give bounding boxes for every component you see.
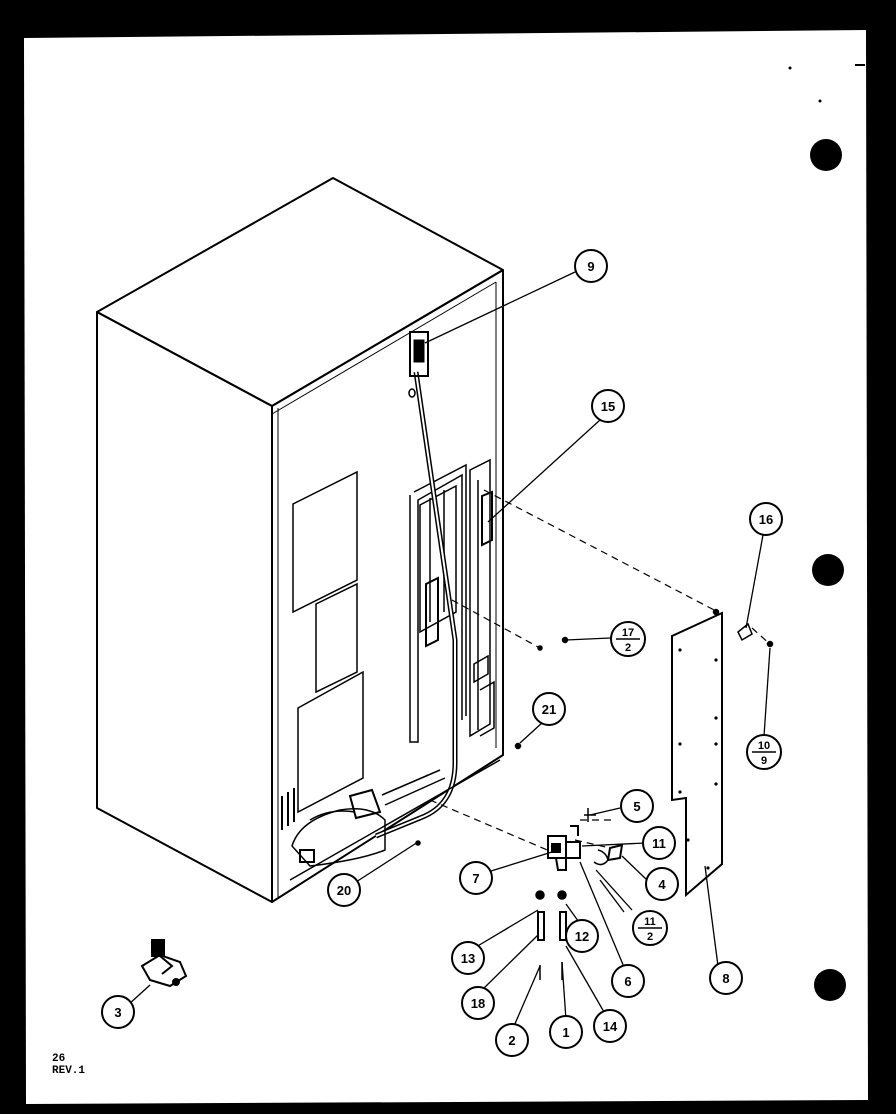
page-number: 26 [52, 1053, 66, 1065]
back-panel-labels [292, 470, 364, 814]
callout-20: 20 [337, 883, 351, 898]
compressor-area [281, 759, 501, 881]
callout-3: 3 [114, 1005, 121, 1020]
callout-15: 15 [601, 399, 615, 414]
callout-labels: 9 15 16 17 2 10 9 21 5 11 7 4 11 2 20 13… [114, 259, 773, 1048]
callout-17-top: 17 [622, 627, 634, 639]
callout-11: 11 [652, 836, 666, 851]
callout-13: 13 [461, 951, 475, 966]
callout-15-circle [591, 389, 625, 423]
callout-11b-top: 11 [644, 916, 656, 928]
callout-9-circle [574, 249, 608, 283]
callout-1-circle [549, 1015, 583, 1049]
fraction-bars [616, 638, 776, 929]
callout-18-circle [461, 986, 495, 1020]
callout-16: 16 [759, 512, 773, 527]
callout-18: 18 [471, 996, 485, 1011]
callout-13-circle [451, 941, 485, 975]
callout-2: 2 [508, 1033, 515, 1048]
valve-fittings [535, 890, 567, 980]
callout-7-circle [459, 861, 493, 895]
callout-12-circle [565, 919, 599, 953]
callout-4-circle [645, 867, 679, 901]
binder-hole [810, 139, 842, 171]
callout-12: 12 [575, 929, 589, 944]
callout-10-top: 10 [758, 740, 770, 752]
callout-14-circle [593, 1009, 627, 1043]
hardware-parts [415, 608, 774, 866]
callout-1: 1 [562, 1025, 569, 1040]
callout-leaders [127, 271, 771, 1027]
condenser-tubing [409, 458, 495, 743]
water-tube [375, 331, 458, 839]
scan-specks [14, 12, 865, 746]
callout-10-bottom: 9 [761, 755, 767, 767]
callout-17-bottom: 2 [625, 642, 631, 654]
callout-5: 5 [633, 799, 640, 814]
callout-6: 6 [624, 974, 631, 989]
callout-20-circle [327, 873, 361, 907]
saddle-valve [140, 939, 188, 988]
callout-3-circle [101, 995, 135, 1029]
callout-16-circle [749, 502, 783, 536]
callout-5-circle [620, 789, 654, 823]
callout-11-circle [642, 826, 676, 860]
rear-access-panel [671, 611, 723, 898]
callout-9: 9 [587, 259, 594, 274]
callout-7: 7 [472, 871, 479, 886]
callout-8-circle [709, 961, 743, 995]
callout-11b-bottom: 2 [647, 931, 653, 943]
callout-2-circle [495, 1023, 529, 1057]
callout-6-circle [611, 964, 645, 998]
binder-hole [812, 554, 844, 586]
revision-label: REV.1 [52, 1065, 86, 1077]
binder-hole [814, 969, 846, 1001]
callout-21-circle [532, 692, 566, 726]
water-valve-assembly [547, 825, 581, 871]
callout-21: 21 [542, 702, 556, 717]
callout-8: 8 [722, 971, 729, 986]
callout-14: 14 [603, 1019, 618, 1034]
refrigerator-cabinet [96, 177, 504, 903]
callout-4: 4 [658, 877, 666, 892]
